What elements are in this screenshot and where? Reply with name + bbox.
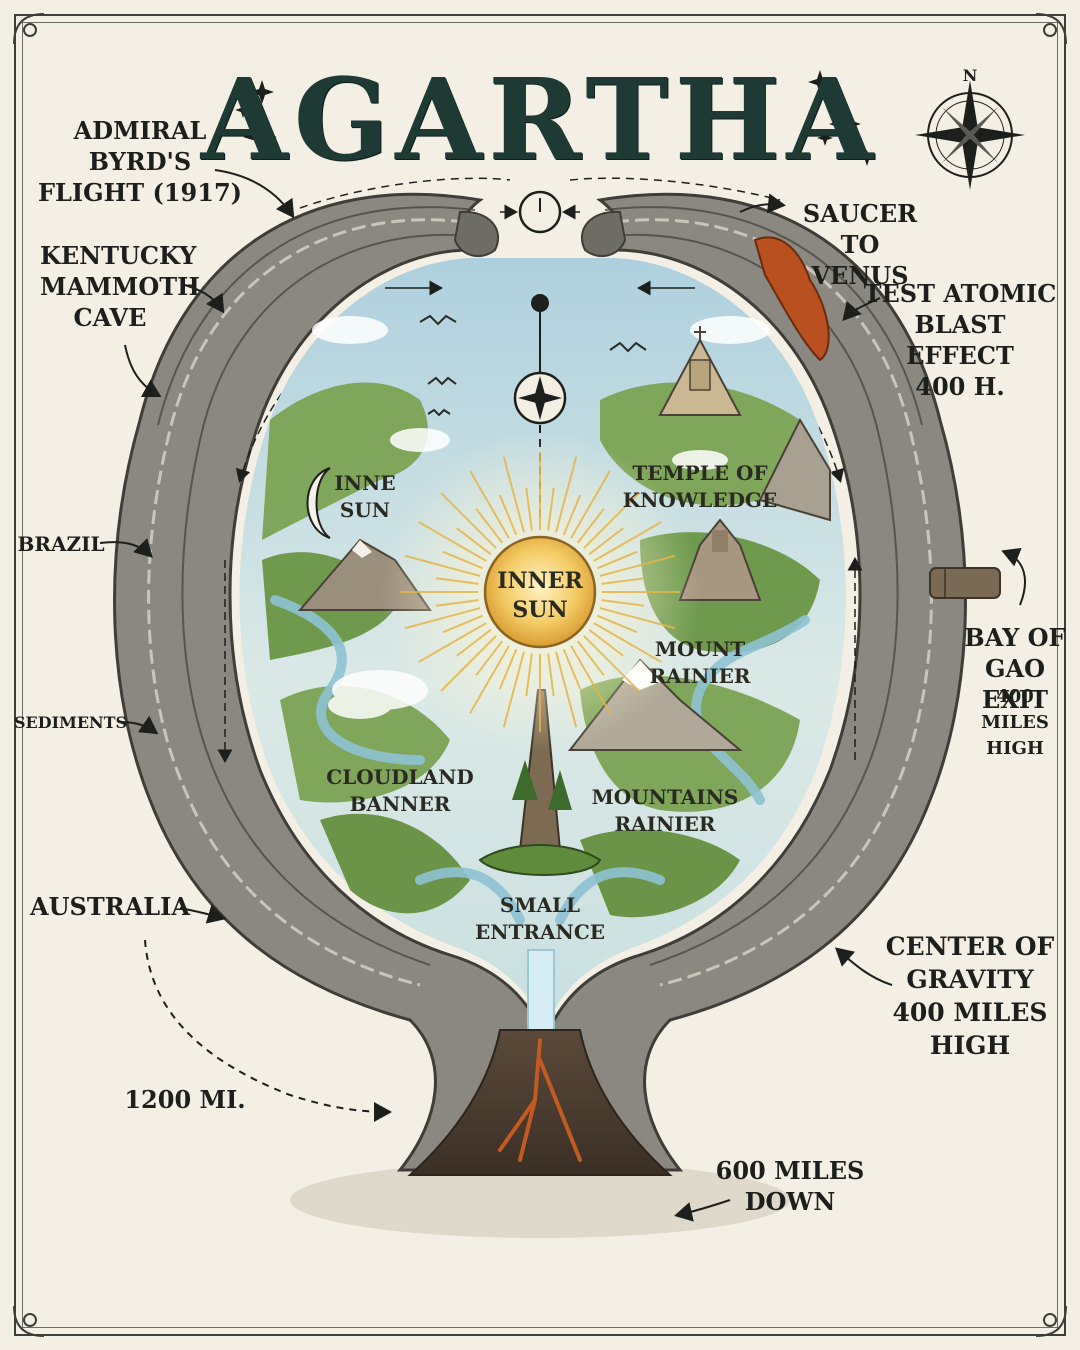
crescent-moon-icon (306, 467, 331, 539)
sun-ray (596, 550, 638, 570)
sun-ray (469, 470, 510, 539)
page-title: AGARTHA (200, 55, 880, 186)
bird-icons (419, 314, 647, 417)
sun-ray (547, 653, 555, 697)
sun-ray (418, 622, 487, 663)
label-bay-height: 400 MILES HIGH (981, 686, 1049, 759)
corner-ornament-top-right (1035, 13, 1067, 45)
sun-ray (418, 521, 487, 562)
sun-ray (475, 508, 504, 544)
sun-ray (555, 456, 578, 533)
sun-ray (601, 577, 645, 585)
inner-sun-rays (400, 452, 680, 732)
label-inne-sun: INNE SUN (334, 471, 396, 522)
sun-ray (599, 607, 676, 630)
corner-ornament-bottom-left (13, 1305, 45, 1337)
waterfall (527, 949, 555, 1041)
label-600-miles-down: 600 MILES DOWN (715, 1156, 865, 1216)
compass-rose-icon (915, 80, 1025, 190)
sun-ray (547, 487, 555, 531)
north-opening-left (453, 210, 500, 258)
label-brazil: BRAZIL (17, 532, 105, 556)
label-admiral-byrd: ADMIRAL BYRD'S FLIGHT (1917) (37, 116, 243, 207)
label-test-atomic-blast: TEST ATOMIC BLAST EFFECT 400 H. (863, 279, 1057, 401)
sun-ray (435, 577, 479, 585)
label-small-entrance: SMALL ENTRANCE (475, 893, 605, 944)
sun-ray (599, 554, 676, 577)
sun-ray (570, 645, 611, 714)
sun-ray (502, 651, 525, 728)
sun-ray (440, 635, 497, 692)
label-1200-mi: 1200 MI. (124, 1085, 246, 1114)
label-mount-rainier: MOUNT RAINIER (649, 637, 751, 688)
inner-border (22, 22, 1058, 1328)
sun-ray (442, 614, 484, 634)
label-inner-sun: INNER SUN (497, 568, 583, 623)
sun-ray (502, 456, 525, 533)
sun-ray (525, 487, 533, 531)
flight-path-top (299, 177, 781, 209)
inner-world-clouds (312, 316, 770, 719)
sun-ray (576, 508, 605, 544)
temple-of-knowledge-icon (658, 326, 742, 416)
north-opening-right (580, 210, 627, 258)
ground-shadow (290, 1162, 790, 1238)
annotation-arrows (99, 169, 1026, 1222)
label-cloudland-banner: CLOUDLAND BANNER (326, 765, 474, 816)
rock-crust-outer (113, 192, 967, 1172)
outer-border (14, 14, 1066, 1336)
label-australia: AUSTRALIA (30, 892, 191, 921)
sun-ray (555, 651, 578, 728)
castle-icon (678, 518, 762, 601)
sun-ray (404, 554, 481, 577)
sun-ray (588, 527, 624, 556)
label-temple-of-knowledge: TEMPLE OF KNOWLEDGE (622, 461, 778, 512)
sun-ray (583, 635, 640, 692)
label-sediments: SEDIMENTS (14, 713, 128, 732)
sun-ray (456, 527, 492, 556)
clock-icon (500, 190, 580, 234)
sun-ray (601, 599, 645, 607)
sun-ray (475, 640, 504, 676)
corner-ornament-bottom-right (1035, 1305, 1067, 1337)
rock-strata-dark (157, 206, 923, 966)
sun-ray (576, 640, 605, 676)
compass-north-label: N (962, 66, 978, 85)
flow-arrows (217, 289, 863, 763)
small-compass-icon (513, 371, 567, 425)
sun-ray (596, 614, 638, 634)
sun-ray (593, 521, 662, 562)
sun-ray (456, 628, 492, 657)
sun-ray (525, 653, 533, 697)
sun-ray (570, 470, 611, 539)
sun-ray (435, 599, 479, 607)
trunk-base (407, 1029, 673, 1176)
sparkle-stars (235, 70, 875, 166)
bay-of-gao-exit-tube (929, 567, 1001, 599)
sun-ray (498, 648, 518, 690)
lava-veins (498, 1038, 582, 1162)
mountain-right-back (758, 417, 831, 522)
label-saucer-to-venus: SAUCER TO VENUS (802, 199, 918, 290)
sun-ray (440, 492, 497, 549)
sun-ray (562, 494, 582, 536)
atomic-blast-patch (753, 236, 830, 362)
sun-ray (404, 607, 481, 630)
label-bay-of-gao-exit: BAY OF GAO EXIT (964, 623, 1066, 714)
sun-ray (498, 494, 518, 536)
label-center-of-gravity: CENTER OF GRAVITY 400 MILES HIGH (885, 932, 1055, 1060)
sun-ray (588, 628, 624, 657)
inner-world-rivers (270, 595, 810, 925)
label-mountains-rainier: MOUNTAINS RAINIER (591, 785, 739, 836)
sun-ray (469, 645, 510, 714)
label-kentucky-mammoth-cave: KENTUCKY MAMMOTH CAVE (40, 241, 200, 332)
sun-ray (562, 648, 582, 690)
sun-ray (583, 492, 640, 549)
sun-ray (442, 550, 484, 570)
inner-sun-icon (483, 535, 597, 649)
corner-ornament-top-left (13, 13, 45, 45)
sun-ray (593, 622, 662, 663)
